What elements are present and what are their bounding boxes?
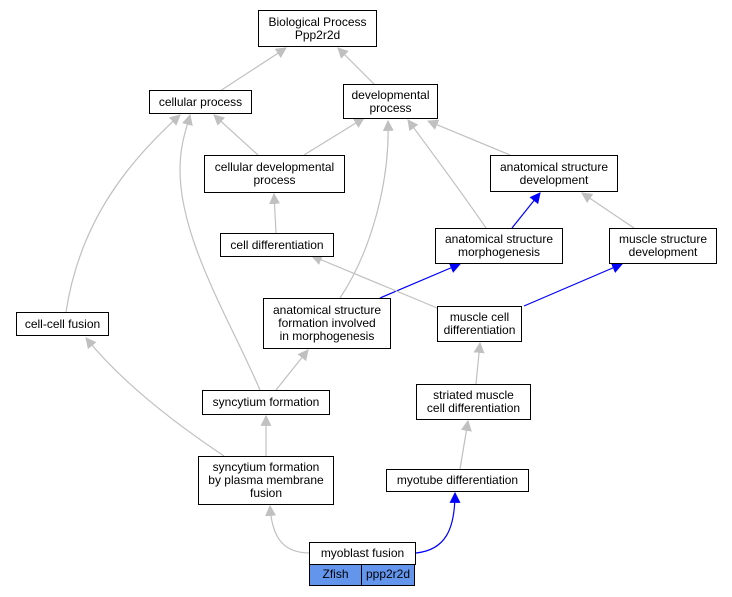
node-anatomical-structure-morphogenesis[interactable]: anatomical structure morphogenesis <box>435 228 563 264</box>
edge-cellular-dev-to-developmental <box>303 117 365 156</box>
node-striated-muscle-cell-differentiation[interactable]: striated muscle cell differentiation <box>416 384 531 420</box>
node-label-line: Ppp2r2d <box>294 27 341 42</box>
node-cellular-developmental-process[interactable]: cellular developmental process <box>204 155 345 193</box>
edge-myoblast-to-syncytium-plasma <box>265 504 311 554</box>
node-syncytium-formation-by-plasma-membrane-fusion[interactable]: syncytium formation by plasma membrane f… <box>198 456 334 505</box>
edge-as-formation-to-developmental <box>339 119 394 299</box>
edge-cell-cell-fusion-to-cellular-process <box>65 114 181 313</box>
node-label-line: in morphogenesis <box>279 329 375 343</box>
node-muscle-structure-development[interactable]: muscle structure development <box>609 228 717 264</box>
node-biological-process-root[interactable]: Biological Process Ppp2r2d <box>258 10 377 47</box>
edge-myoblast-to-myotube <box>415 491 461 554</box>
node-label-line: cell differentiation <box>426 401 521 415</box>
node-label-line: development <box>519 172 589 187</box>
node-label-line: myoblast fusion <box>320 546 405 560</box>
node-label-line: muscle cell <box>449 310 510 324</box>
node-label-line: myotube differentiation <box>396 473 519 487</box>
gene-tag[interactable]: ppp2r2d <box>361 564 415 586</box>
edge-cellular-process-to-root <box>219 47 287 92</box>
node-cell-cell-fusion[interactable]: cell-cell fusion <box>16 312 109 336</box>
edge-syncytium-to-as-formation <box>275 349 309 391</box>
edge-cellular-dev-to-cellular-process <box>213 114 259 156</box>
node-label-line: fusion <box>249 486 283 500</box>
node-developmental-process[interactable]: developmental process <box>343 84 438 119</box>
node-cell-differentiation[interactable]: cell differentiation <box>220 233 334 257</box>
edge-as-formation-to-as-morphogenesis <box>379 262 462 299</box>
edge-syncytium-to-cellular-process <box>179 113 261 391</box>
node-label-line: Biological Process <box>268 14 367 29</box>
node-label-line: anatomical structure <box>272 303 382 317</box>
edge-muscle-structure-to-as-development <box>581 192 635 229</box>
node-label-line: by plasma membrane <box>208 473 324 487</box>
node-label-line: morphogenesis <box>457 245 541 259</box>
edge-as-development-to-developmental <box>426 119 511 156</box>
edge-syncytium-plasma-to-cell-cell-fusion <box>85 337 225 457</box>
edge-as-morphogenesis-to-developmental <box>407 119 487 229</box>
edge-striated-to-muscle-cell-diff <box>473 341 485 385</box>
node-cellular-process[interactable]: cellular process <box>149 90 252 114</box>
node-myoblast-fusion[interactable]: myoblast fusion <box>309 542 416 565</box>
node-label-line: cellular developmental <box>214 160 335 174</box>
node-label-line: formation involved <box>278 316 376 330</box>
edge-muscle-cell-diff-to-muscle-structure <box>523 262 624 307</box>
node-label-line: cell-cell fusion <box>24 316 101 331</box>
node-syncytium-formation[interactable]: syncytium formation <box>202 390 330 415</box>
node-label-line: anatomical structure <box>499 159 609 174</box>
node-label-line: cellular process <box>158 94 243 109</box>
gene-tag-row: Zfish ppp2r2d <box>309 564 416 586</box>
species-tag[interactable]: Zfish <box>309 564 362 586</box>
node-label-line: striated muscle <box>433 388 514 402</box>
node-label-line: developmental <box>351 87 430 102</box>
node-label-line: process <box>369 100 412 115</box>
node-label-line: cell differentiation <box>230 237 324 252</box>
node-myotube-differentiation[interactable]: myotube differentiation <box>386 469 529 492</box>
node-label-line: development <box>628 245 698 259</box>
node-anatomical-structure-formation[interactable]: anatomical structure formation involved … <box>263 298 391 349</box>
edge-muscle-cell-diff-to-cell-diff <box>310 254 443 311</box>
node-muscle-cell-differentiation[interactable]: muscle cell differentiation <box>437 306 522 342</box>
node-anatomical-structure-development[interactable]: anatomical structure development <box>490 155 618 192</box>
node-label-line: differentiation <box>443 323 516 337</box>
node-label-line: process <box>253 173 296 187</box>
node-label-line: muscle structure <box>618 232 708 246</box>
edge-myotube-to-striated <box>459 419 472 470</box>
edge-developmental-to-root <box>337 47 375 85</box>
node-label-line: anatomical structure <box>444 232 554 246</box>
node-label-line: syncytium formation <box>212 460 320 474</box>
edge-as-morphogenesis-to-as-development <box>511 192 541 229</box>
node-label-line: syncytium formation <box>212 395 320 409</box>
edge-cell-diff-to-cellular-dev <box>269 192 280 234</box>
